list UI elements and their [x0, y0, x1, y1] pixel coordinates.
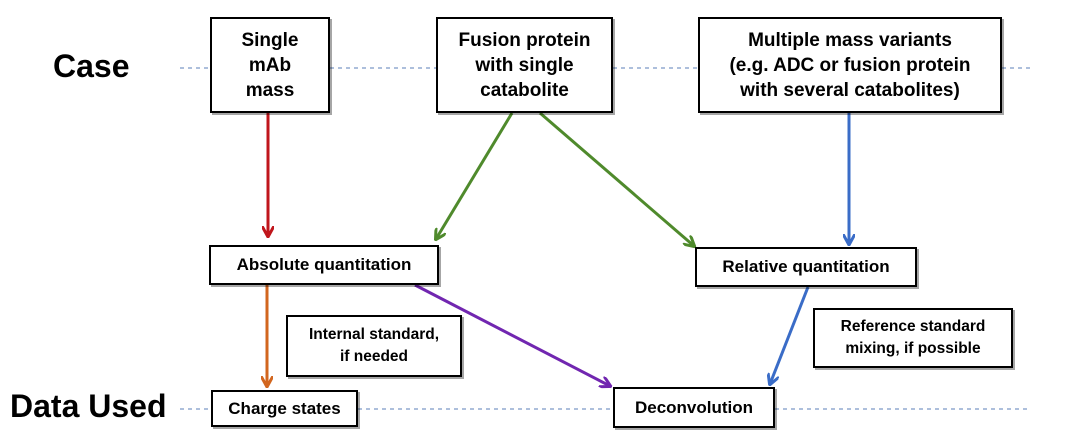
- relative-quantitation-box: Relative quantitation: [695, 247, 917, 287]
- fusion-protein-text: Fusion protein with single catabolite: [458, 29, 591, 101]
- internal-standard-box: Internal standard, if needed: [286, 315, 462, 377]
- reference-standard-box: Reference standard mixing, if possible: [813, 308, 1013, 368]
- internal-standard-text: Internal standard, if needed: [308, 326, 440, 365]
- fusion-protein-box: Fusion protein with single catabolite: [436, 17, 613, 113]
- charge-states-box: Charge states: [211, 390, 358, 427]
- blue-arrow-bottom: [770, 286, 810, 384]
- reference-standard-text: Reference standard mixing, if possible: [840, 318, 986, 357]
- multiple-mass-variants-box: Multiple mass variants (e.g. ADC or fusi…: [698, 17, 1002, 113]
- charge-states-text: Charge states: [228, 398, 341, 418]
- case-row-label: Case: [53, 48, 130, 84]
- single-mab-mass-box: Single mAb mass: [210, 17, 330, 113]
- data-used-row-label: Data Used: [10, 388, 167, 424]
- relative-quantitation-text: Relative quantitation: [722, 257, 890, 276]
- purple-arrow: [414, 283, 610, 386]
- green-arrow-right: [539, 111, 694, 246]
- absolute-quantitation-box: Absolute quantitation: [209, 245, 439, 285]
- multiple-mass-variants-text: Multiple mass variants (e.g. ADC or fusi…: [729, 29, 971, 101]
- green-arrow-left: [436, 112, 514, 239]
- absolute-quantitation-text: Absolute quantitation: [236, 255, 412, 274]
- single-mab-mass-text: Single mAb mass: [241, 29, 299, 101]
- deconvolution-box: Deconvolution: [613, 387, 775, 428]
- deconvolution-text: Deconvolution: [634, 397, 754, 417]
